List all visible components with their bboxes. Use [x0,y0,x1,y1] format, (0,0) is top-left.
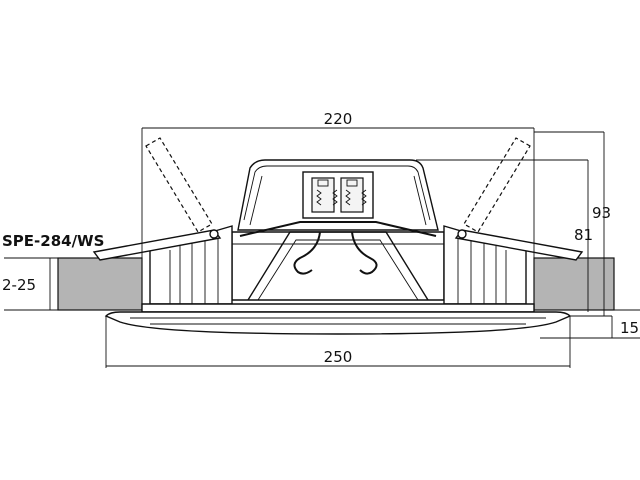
dim-ceiling-thickness: 2-25 [2,276,36,294]
ceiling-left [57,257,143,311]
ceiling-panels [57,257,615,311]
ceiling-right [533,257,615,311]
dimension-lines [4,127,640,368]
dim-bezel-depth: 15 [620,319,639,337]
speaker-body [92,137,584,335]
dim-height-total: 93 [592,204,611,222]
dim-width-top: 220 [324,110,353,128]
dim-height-inner: 81 [574,226,593,244]
labels: 220 250 93 81 15 2-25 SPE-284/WS [2,110,639,366]
dim-width-bottom: 250 [324,348,353,366]
model-label: SPE-284/WS [2,232,104,250]
